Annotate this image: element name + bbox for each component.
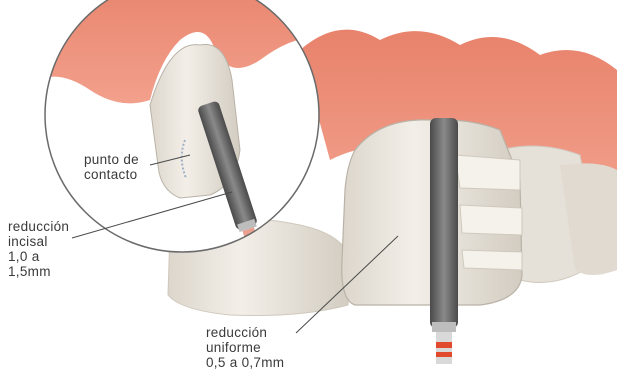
- label-incisal-line-3: 1,0 a: [8, 249, 69, 264]
- label-incisal-line-2: incisal: [8, 234, 69, 249]
- label-incisal-reduction: reducción incisal 1,0 a 1,5mm: [8, 219, 69, 279]
- label-contact-line-1: punto de: [84, 152, 139, 167]
- label-uniform-line-2: uniforme: [206, 340, 284, 355]
- prep-step-2: [460, 205, 522, 235]
- label-incisal-line-1: reducción: [8, 219, 69, 234]
- prep-step-3: [462, 250, 522, 270]
- label-contact-point: punto de contacto: [84, 152, 139, 182]
- prep-step: [455, 155, 520, 190]
- label-uniform-line-1: reducción: [206, 325, 284, 340]
- bur-main: [430, 118, 458, 364]
- label-incisal-line-4: 1,5mm: [8, 264, 69, 279]
- magnified-view: [40, 0, 330, 260]
- label-uniform-reduction: reducción uniforme 0,5 a 0,7mm: [206, 325, 284, 370]
- label-contact-line-2: contacto: [84, 167, 139, 182]
- label-uniform-line-3: 0,5 a 0,7mm: [206, 355, 284, 370]
